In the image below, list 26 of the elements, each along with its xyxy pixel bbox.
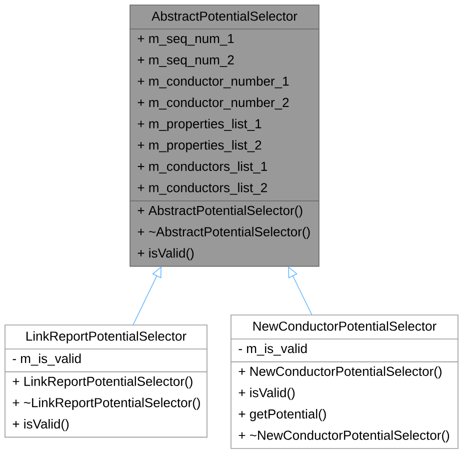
class-box: [130, 4, 320, 267]
attribute-name: - m_is_valid: [12, 354, 81, 366]
class-box: [230, 314, 458, 449]
attribute-name: - m_is_valid: [238, 344, 307, 356]
class-box: [4, 324, 208, 438]
method-name: + ~NewConductorPotentialSelector(): [238, 430, 450, 442]
method-name: + isValid(): [12, 419, 69, 432]
attribute-name: + m_seq_num_2: [138, 55, 234, 68]
class-name: LinkReportPotentialSelector: [26, 331, 186, 344]
method-name: + ~LinkReportPotentialSelector(): [12, 398, 200, 410]
method-name: + isValid(): [138, 248, 194, 260]
attribute-name: + m_seq_num_1: [138, 34, 234, 46]
attribute-name: + m_properties_list_1: [138, 118, 262, 131]
method-name: + ~AbstractPotentialSelector(): [138, 226, 310, 239]
method-name: + getPotential(): [238, 409, 326, 422]
attribute-name: + m_conductor_number_2: [138, 98, 289, 110]
class-name: AbstractPotentialSelector: [152, 11, 298, 21]
method-name: + NewConductorPotentialSelector(): [238, 366, 442, 379]
method-name: + LinkReportPotentialSelector(): [12, 376, 192, 389]
attribute-name: + m_conductors_list_2: [138, 182, 267, 195]
attribute-name: + m_conductor_number_1: [138, 76, 289, 88]
class-name: NewConductorPotentialSelector: [253, 321, 436, 331]
method-name: + isValid(): [238, 388, 295, 400]
method-name: + AbstractPotentialSelector(): [138, 206, 302, 218]
attribute-name: + m_properties_list_2: [138, 140, 262, 152]
attribute-name: + m_conductors_list_1: [138, 161, 267, 174]
